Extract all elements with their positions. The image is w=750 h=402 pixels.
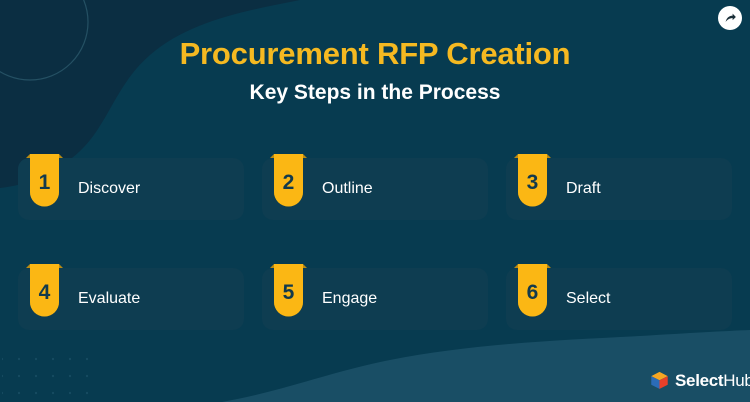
step-card-2[interactable]: 2 Outline [262,154,488,220]
bookmark-badge-icon [514,154,551,207]
bookmark-badge-icon [270,264,307,317]
step-badge-5: 5 [270,255,307,325]
step-card-1[interactable]: 1 Discover [18,154,244,220]
step-card-5[interactable]: 5 Engage [262,264,488,330]
step-label: Evaluate [78,290,141,307]
step-number: 2 [282,170,295,194]
step-number: 6 [526,280,539,304]
bookmark-badge-icon [26,154,63,207]
selecthub-cube-icon [651,371,668,389]
step-label: Draft [566,180,601,197]
step-badge-4: 4 [26,255,63,325]
step-label: Discover [78,180,141,197]
step-number: 1 [38,170,51,194]
step-label: Engage [322,290,378,307]
step-badge-2: 2 [270,145,307,215]
step-number: 5 [282,280,295,304]
step-number: 3 [526,170,539,194]
step-badge-1: 1 [26,145,63,215]
steps-grid: 1 Discover 2 Outline 3 [18,154,732,330]
step-card-6[interactable]: 6 Select [506,264,732,330]
step-card-3[interactable]: 3 Draft [506,154,732,220]
logo-text-select: Select [675,370,724,390]
selecthub-wordmark: SelectHub [675,370,750,391]
page-subtitle: Key Steps in the Process [249,81,501,104]
step-card-4[interactable]: 4 Evaluate [18,264,244,330]
step-label: Select [566,290,611,307]
selecthub-logo[interactable]: SelectHub [649,369,750,391]
step-label: Outline [322,180,373,197]
step-badge-6: 6 [514,255,551,325]
bookmark-badge-icon [514,264,551,317]
bookmark-badge-icon [270,154,307,207]
logo-text-hub: Hub [723,370,750,390]
step-number: 4 [38,280,51,304]
step-badge-3: 3 [514,145,551,215]
page-title: Procurement RFP Creation [179,36,571,71]
share-button[interactable] [718,6,742,30]
share-arrow-icon [725,13,736,22]
bookmark-badge-icon [26,264,63,317]
header-block: Procurement RFP Creation Key Steps in th… [0,34,750,108]
